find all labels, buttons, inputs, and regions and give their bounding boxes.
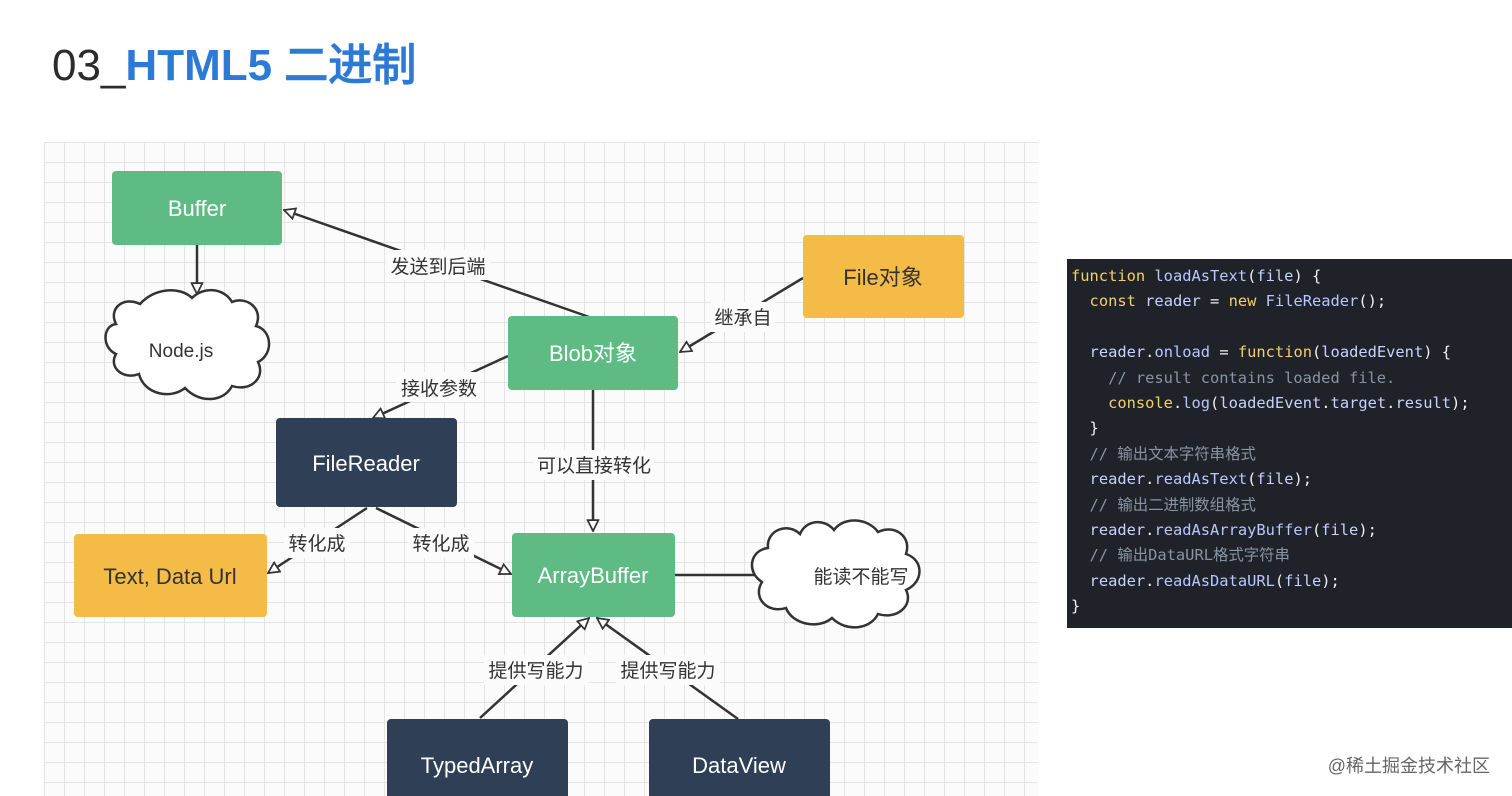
code-line: } bbox=[1071, 597, 1081, 616]
binary-diagram: 发送到后端 继承自 接收参数 可以直接转化 转化成 转化成 提供写能力 提供写 bbox=[44, 142, 1038, 796]
node-typedarray: TypedArray bbox=[387, 719, 568, 796]
svg-text:可以直接转化: 可以直接转化 bbox=[537, 455, 651, 477]
node-filereader: FileReader bbox=[276, 418, 457, 507]
node-buffer: Buffer bbox=[112, 171, 282, 245]
svg-text:DataView: DataView bbox=[692, 753, 786, 778]
svg-text:转化成: 转化成 bbox=[288, 533, 345, 555]
svg-text:继承自: 继承自 bbox=[714, 307, 771, 329]
svg-text:提供写能力: 提供写能力 bbox=[488, 660, 583, 682]
slide-title: 03_HTML5 二进制 bbox=[52, 38, 416, 94]
edge-label-send-backend: 发送到后端 bbox=[386, 250, 490, 280]
svg-text:Blob对象: Blob对象 bbox=[549, 341, 637, 366]
code-line: } bbox=[1071, 419, 1099, 438]
svg-text:File对象: File对象 bbox=[843, 265, 922, 290]
title-text: HTML5 二进制 bbox=[125, 41, 417, 90]
svg-text:Text, Data Url: Text, Data Url bbox=[103, 564, 236, 589]
diagram-canvas: 发送到后端 继承自 接收参数 可以直接转化 转化成 转化成 提供写能力 提供写 bbox=[74, 171, 964, 796]
svg-text:TypedArray: TypedArray bbox=[421, 753, 534, 778]
code-line: // 输出DataURL格式字符串 bbox=[1071, 546, 1290, 565]
edge-label-provide-write-left: 提供写能力 bbox=[484, 655, 588, 685]
node-dataview: DataView bbox=[649, 719, 830, 796]
svg-text:ArrayBuffer: ArrayBuffer bbox=[538, 563, 649, 588]
code-line bbox=[1071, 315, 1512, 340]
svg-text:转化成: 转化成 bbox=[412, 533, 469, 555]
edge-label-convert-left: 转化成 bbox=[284, 528, 350, 558]
code-line: // 输出文本字符串格式 bbox=[1071, 444, 1256, 463]
code-block: function loadAsText(file) { const reader… bbox=[1067, 259, 1512, 619]
edge-label-accept-param: 接收参数 bbox=[396, 372, 480, 402]
edge-label-direct-convert: 可以直接转化 bbox=[534, 450, 654, 480]
code-line: reader.onload = function(loadedEvent) { bbox=[1089, 343, 1452, 362]
code-line: // result contains loaded file. bbox=[1071, 368, 1396, 387]
code-line: reader.readAsDataURL(file); bbox=[1089, 571, 1340, 590]
edge-label-convert-right: 转化成 bbox=[408, 528, 474, 558]
node-file-object: File对象 bbox=[803, 235, 964, 318]
node-readonly-cloud: 能读不能写 bbox=[750, 519, 921, 629]
svg-text:发送到后端: 发送到后端 bbox=[390, 256, 485, 278]
svg-text:接收参数: 接收参数 bbox=[401, 378, 477, 400]
svg-text:Node.js: Node.js bbox=[149, 341, 213, 362]
code-line: console.log(loadedEvent.target.result); bbox=[1108, 393, 1470, 412]
code-line: const reader = new FileReader(); bbox=[1089, 292, 1387, 311]
svg-text:能读不能写: 能读不能写 bbox=[813, 566, 908, 588]
node-text-dataurl: Text, Data Url bbox=[74, 534, 267, 617]
edge-label-inherit: 继承自 bbox=[711, 302, 775, 332]
svg-text:FileReader: FileReader bbox=[312, 451, 420, 476]
node-arraybuffer: ArrayBuffer bbox=[512, 533, 675, 617]
code-line: // 输出二进制数组格式 bbox=[1071, 495, 1256, 514]
code-snippet-panel: function loadAsText(file) { const reader… bbox=[1067, 259, 1512, 628]
node-blob-object: Blob对象 bbox=[508, 316, 678, 390]
edge-label-provide-write-right: 提供写能力 bbox=[616, 655, 720, 685]
node-nodejs-cloud: Node.js bbox=[104, 289, 271, 401]
svg-text:提供写能力: 提供写能力 bbox=[620, 660, 715, 682]
watermark: @稀土掘金技术社区 bbox=[1327, 756, 1490, 776]
title-number: 03_ bbox=[52, 41, 126, 90]
code-line: reader.readAsText(file); bbox=[1089, 470, 1313, 489]
code-line: reader.readAsArrayBuffer(file); bbox=[1089, 520, 1377, 539]
code-line: function loadAsText(file) { bbox=[1071, 267, 1322, 285]
svg-text:Buffer: Buffer bbox=[168, 196, 226, 221]
